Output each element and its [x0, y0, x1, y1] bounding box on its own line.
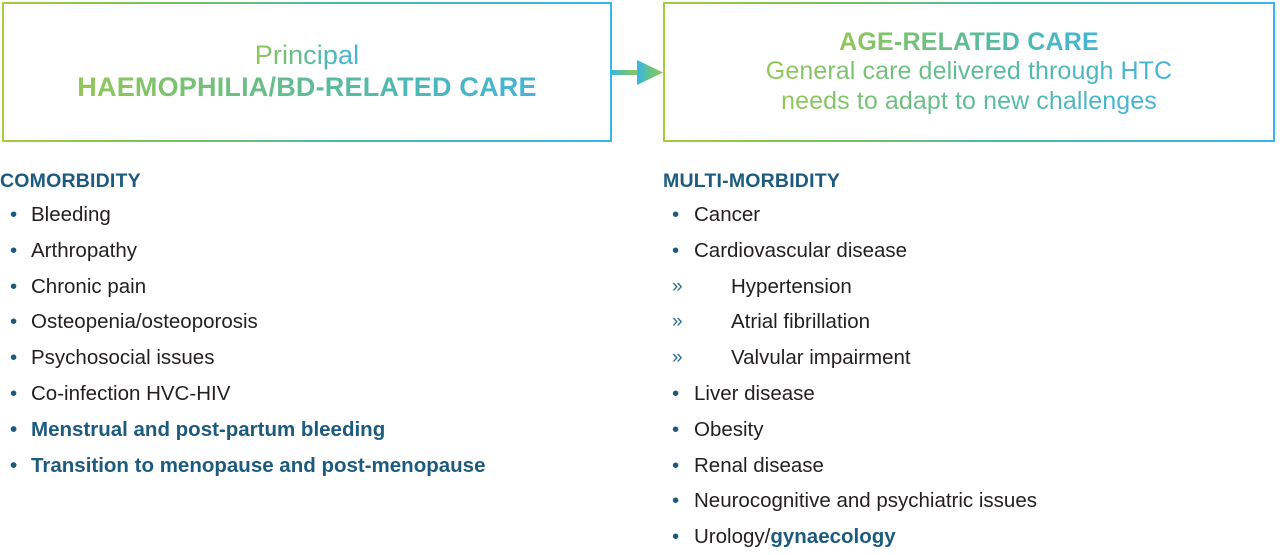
- list-item-label: Cancer: [694, 203, 761, 226]
- bullet-icon: •: [10, 381, 18, 405]
- age-related-care-line2-text: General care delivered through HTC: [765, 57, 1173, 86]
- comorbidity-column: COMORBIDITY • Bleeding • Arthropathy • Chroni…: [0, 146, 620, 483]
- principal-care-line1-text: Principal: [254, 40, 360, 71]
- list-item: • Menstrual and post-partum bleeding: [0, 412, 620, 448]
- principal-care-line2-text: HAEMOPHILIA/BD-RELATED CARE: [77, 72, 537, 102]
- comorbidity-list: • Bleeding • Arthropathy • Chronic pain • Osteo…: [0, 197, 620, 483]
- bullet-icon: •: [672, 453, 680, 477]
- list-item-label: Arthropathy: [31, 238, 137, 262]
- list-item: • Cardiovascular disease: [663, 233, 1280, 269]
- connector-arrow: [610, 58, 665, 88]
- list-item: • Psychosocial issues: [0, 340, 620, 376]
- list-item: • Cancer: [663, 197, 1280, 233]
- list-item: • Obesity: [663, 412, 1280, 448]
- multi-morbidity-column: MULTI-MORBIDITY • Cancer • Cardiovascular d…: [663, 146, 1280, 555]
- list-item: • Renal disease: [663, 448, 1280, 484]
- list-item-label-emphasis: gynaecology: [770, 525, 896, 549]
- list-item: » Atrial fibrillation: [663, 304, 1280, 340]
- list-item-label: Liver disease: [694, 381, 815, 405]
- list-item-label: Valvular impairment: [731, 346, 911, 370]
- list-item: » Valvular impairment: [663, 340, 1280, 376]
- bullet-icon: •: [10, 346, 18, 370]
- bullet-icon: •: [672, 489, 680, 513]
- comorbidity-heading: COMORBIDITY: [0, 170, 141, 192]
- bullet-icon: •: [10, 274, 18, 298]
- age-related-care-line2: General care delivered through HTC: [665, 57, 1273, 87]
- list-item: • Transition to menopause and post-menopa…: [0, 448, 620, 484]
- age-related-care-line3-text: needs to adapt to new challenges: [781, 86, 1157, 115]
- multi-morbidity-list: • Cancer • Cardiovascular disease » Hypertens…: [663, 197, 1280, 555]
- bullet-icon: •: [672, 525, 680, 549]
- principal-care-box-text: Principal HAEMOPHILIA/BD-RELATED CARE: [4, 40, 610, 104]
- sub-bullet-icon: »: [672, 311, 683, 333]
- list-item: • Liver disease: [663, 376, 1280, 412]
- list-item-label: Osteopenia/osteoporosis: [31, 310, 258, 334]
- principal-care-line1: Principal: [4, 40, 610, 72]
- age-related-care-line1-text: AGE-RELATED CARE: [839, 27, 1099, 56]
- sub-bullet-icon: »: [672, 347, 683, 369]
- bullet-icon: •: [672, 381, 680, 405]
- list-item-label: Chronic pain: [31, 274, 147, 298]
- list-item-label: Cardiovascular disease: [694, 238, 908, 262]
- list-item-label: Neurocognitive and psychiatric issues: [694, 489, 1037, 513]
- multi-morbidity-heading: MULTI-MORBIDITY: [663, 170, 841, 192]
- list-item-label: Transition to menopause and post-menopau…: [31, 453, 486, 477]
- list-item-label: Obesity: [694, 417, 764, 441]
- bullet-icon: •: [672, 203, 680, 226]
- list-item-label: Psychosocial issues: [31, 346, 215, 370]
- list-item: • Urology/gynaecology: [663, 519, 1280, 555]
- sub-bullet-icon: »: [672, 275, 683, 297]
- list-item: • Neurocognitive and psychiatric issues: [663, 483, 1280, 519]
- list-item: • Bleeding: [0, 197, 620, 233]
- list-item: • Osteopenia/osteoporosis: [0, 304, 620, 340]
- list-item: • Chronic pain: [0, 269, 620, 305]
- list-item-label: Renal disease: [694, 453, 824, 477]
- list-item: • Arthropathy: [0, 233, 620, 269]
- principal-care-line2: HAEMOPHILIA/BD-RELATED CARE: [4, 72, 610, 104]
- bullet-icon: •: [672, 238, 680, 262]
- list-item-label: Atrial fibrillation: [731, 310, 870, 334]
- list-item-label: Bleeding: [31, 203, 111, 226]
- list-item-label: Hypertension: [731, 274, 852, 298]
- list-item-label: Menstrual and post-partum bleeding: [31, 417, 386, 441]
- arrow-right-icon: [610, 60, 663, 85]
- list-item: » Hypertension: [663, 269, 1280, 305]
- banner-row: Principal HAEMOPHILIA/BD-RELATED CARE AG…: [0, 0, 1280, 146]
- bullet-icon: •: [10, 453, 18, 477]
- bullet-icon: •: [10, 238, 18, 262]
- bullet-icon: •: [10, 310, 18, 334]
- list-item: • Co-infection HVC-HIV: [0, 376, 620, 412]
- bullet-icon: •: [672, 417, 680, 441]
- age-related-care-box: AGE-RELATED CARE General care delivered …: [663, 2, 1275, 142]
- bullet-icon: •: [10, 203, 18, 226]
- bullet-icon: •: [10, 417, 18, 441]
- principal-care-box: Principal HAEMOPHILIA/BD-RELATED CARE: [2, 2, 612, 142]
- age-related-care-line1: AGE-RELATED CARE: [665, 28, 1273, 58]
- list-item-label: Co-infection HVC-HIV: [31, 381, 231, 405]
- age-related-care-box-text: AGE-RELATED CARE General care delivered …: [665, 28, 1273, 117]
- age-related-care-line3: needs to adapt to new challenges: [665, 87, 1273, 117]
- list-item-label: Urology/: [694, 525, 771, 549]
